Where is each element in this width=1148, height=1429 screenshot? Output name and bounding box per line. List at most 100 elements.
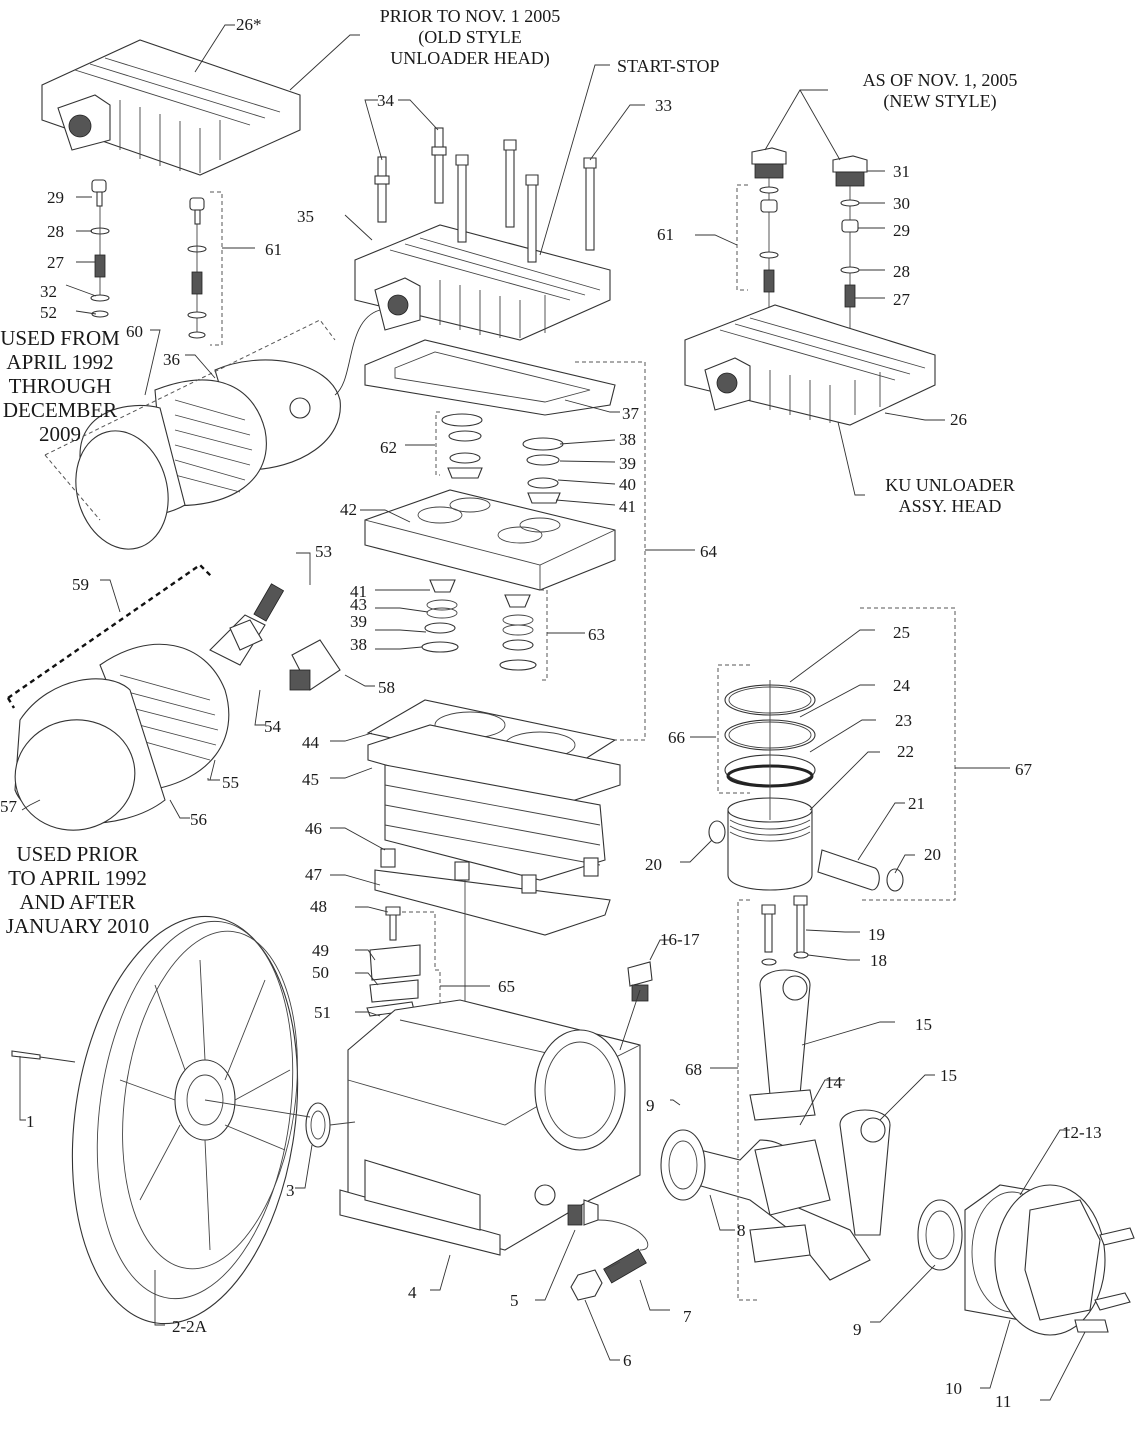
note-ku-unloader: KU UNLOADER ASSY. HEAD: [865, 475, 1035, 517]
part-callout-p68: 68: [685, 1060, 702, 1079]
ku-unloader-head: [684, 304, 945, 496]
crankcase: [339, 999, 641, 1291]
part-callout-p22: 22: [897, 742, 914, 761]
note-line: ASSY. HEAD: [898, 496, 1002, 516]
note-line: TO APRIL 1992: [8, 866, 147, 890]
part-callout-p7: 7: [683, 1307, 692, 1326]
note-line: KU UNLOADER: [885, 475, 1015, 495]
part-callout-p29l: 29: [47, 188, 64, 207]
note-line: (NEW STYLE): [883, 91, 997, 111]
part-callout-p65: 65: [498, 977, 515, 996]
part-callout-p38b: 38: [350, 635, 367, 654]
bearing-cover-plate: [619, 939, 1135, 1401]
part-callout-p27r: 27: [893, 290, 910, 309]
part-callout-p47: 47: [305, 865, 322, 884]
part-callout-p46: 46: [305, 819, 322, 838]
part-callout-p5: 5: [510, 1291, 519, 1310]
part-callout-p39a: 39: [619, 454, 636, 473]
note-line: AND AFTER: [19, 890, 136, 914]
note-line: JANUARY 2010: [5, 914, 150, 938]
part-callout-p30: 30: [893, 194, 910, 213]
part-callout-p36: 36: [163, 350, 180, 369]
part-callout-p21: 21: [908, 794, 925, 813]
part-callout-p56: 56: [190, 810, 207, 829]
old-style-cylinder-head: [41, 24, 360, 176]
part-callout-p3: 3: [286, 1181, 295, 1200]
part-callout-p41a: 41: [619, 497, 636, 516]
part-callout-p50: 50: [312, 963, 329, 982]
part-callout-p40: 40: [619, 475, 636, 494]
part-callout-p51: 51: [314, 1003, 331, 1022]
part-callout-p23: 23: [895, 711, 912, 730]
part-callout-p27l: 27: [47, 253, 64, 272]
breather-assembly: [355, 906, 490, 1030]
part-callout-p66: 66: [668, 728, 685, 747]
flywheel-pulley: [11, 915, 356, 1326]
part-callout-p29r: 29: [893, 221, 910, 240]
air-filter-current: [6, 552, 375, 831]
part-callout-p20b: 20: [924, 845, 941, 864]
part-callout-p15b: 15: [940, 1066, 957, 1085]
part-callout-p11: 11: [995, 1392, 1012, 1411]
note-line: AS OF NOV. 1, 2005: [862, 70, 1018, 90]
part-callout-p64: 64: [700, 542, 717, 561]
cylinder-assembly: [330, 699, 621, 1060]
part-callout-p41b: 41: [350, 582, 367, 601]
part-callout-p31: 31: [893, 162, 910, 181]
part-callout-p42: 42: [340, 500, 357, 519]
part-callout-p57: 57: [0, 797, 17, 816]
lower-valve-parts: [375, 579, 585, 681]
cylinder-head: [344, 64, 645, 341]
air-filter-1992-2009: [44, 309, 381, 550]
part-callout-p15a: 15: [915, 1015, 932, 1034]
part-callout-p49: 49: [312, 941, 329, 960]
part-callout-p67: 67: [1015, 760, 1032, 779]
part-callout-p6: 6: [623, 1351, 632, 1370]
part-callout-p58: 58: [378, 678, 395, 697]
part-callout-p38a: 38: [619, 430, 636, 449]
part-callout-p20a: 20: [645, 855, 662, 874]
note-line: THROUGH: [8, 374, 112, 398]
part-callout-p8: 8: [737, 1221, 746, 1240]
part-callout-p35: 35: [297, 207, 314, 226]
note-line: USED PRIOR: [16, 842, 139, 866]
part-callout-p52: 52: [40, 303, 57, 322]
part-callout-p28l: 28: [47, 222, 64, 241]
part-callout-p9a: 9: [646, 1096, 655, 1115]
part-callout-p12_13: 12-13: [1062, 1123, 1102, 1142]
part-callout-p26: 26: [950, 410, 967, 429]
note-line: 2009: [39, 422, 81, 446]
note-line: PRIOR TO NOV. 1 2005: [379, 6, 561, 26]
note-filter-prior-after: USED PRIOR TO APRIL 1992 AND AFTER JANUA…: [5, 842, 150, 938]
note-line: UNLOADER HEAD): [390, 48, 550, 68]
note-line: (OLD STYLE: [418, 27, 522, 47]
part-callout-p10: 10: [945, 1379, 962, 1398]
part-callout-p32: 32: [40, 282, 57, 301]
part-callout-p59: 59: [72, 575, 89, 594]
part-callout-p9b: 9: [853, 1320, 862, 1339]
right-unloader-valve-stacks: [695, 89, 885, 355]
part-callout-p44: 44: [302, 733, 319, 752]
part-callout-p34: 34: [377, 91, 394, 110]
note-filter-1992-2009: USED FROM APRIL 1992 THROUGH DECEMBER 20…: [0, 326, 120, 446]
part-callout-p55: 55: [222, 773, 239, 792]
part-callout-p24: 24: [893, 676, 910, 695]
part-callout-p43: 43: [350, 595, 367, 614]
part-callout-p63: 63: [588, 625, 605, 644]
part-callout-p62: 62: [380, 438, 397, 457]
note-start-stop: START-STOP: [617, 56, 720, 76]
note-line: USED FROM: [0, 326, 120, 350]
connecting-rods-crankshaft: [660, 895, 963, 1323]
part-callout-p18: 18: [870, 951, 887, 970]
part-callout-p60: 60: [126, 322, 143, 341]
note-new-style: AS OF NOV. 1, 2005 (NEW STYLE): [845, 70, 1035, 112]
note-line: DECEMBER: [2, 398, 118, 422]
part-callout-p4: 4: [408, 1283, 417, 1302]
part-callout-p14: 14: [825, 1073, 842, 1092]
gasket-and-valve-plate: [360, 339, 695, 741]
note-line: APRIL 1992: [6, 350, 114, 374]
part-callout-p48: 48: [310, 897, 327, 916]
part-callout-p28r: 28: [893, 262, 910, 281]
part-callout-p54: 54: [264, 717, 281, 736]
